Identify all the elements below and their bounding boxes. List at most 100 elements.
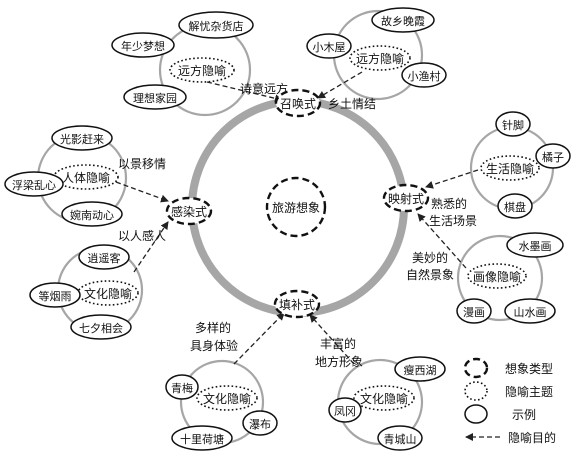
cluster-right-upper: 生活隐喻 针脚 橘子 棋盘: [469, 111, 571, 219]
example-label: 针脚: [502, 118, 524, 132]
legend-theme-label: 隐喻主题: [505, 384, 553, 399]
example-label: 青城山: [384, 433, 417, 446]
example-node: [178, 11, 254, 39]
purpose-label: 生活场景: [429, 214, 477, 228]
type-node-infect: [165, 196, 213, 226]
example-node: [171, 425, 233, 451]
example-node: [506, 232, 564, 258]
theme-label: 文化隐喻: [360, 391, 408, 406]
cluster-right-lower: 画像隐喻 水墨画 漫画 山水画: [456, 232, 564, 324]
example-label: 瘦西湖: [404, 363, 437, 377]
theme-label: 画像隐喻: [473, 269, 521, 284]
purpose-label: 熟悉的: [431, 196, 467, 211]
center-label: 旅游想象: [272, 200, 320, 215]
example-node: [377, 425, 423, 451]
legend-type-label: 想象类型: [505, 361, 553, 376]
purpose-label: 丰富的: [320, 336, 356, 351]
center-node: [265, 176, 327, 238]
cluster-left-lower: 文化隐喻 逍遥客 等烟雨 七夕相会: [29, 244, 144, 340]
legend: 想象类型 隐喻主题 示例 隐喻目的: [463, 357, 556, 445]
example-node: [504, 298, 556, 324]
example-node: [371, 7, 435, 33]
theme-node: [169, 57, 235, 83]
arrow: [115, 181, 169, 203]
example-node: [29, 282, 81, 308]
example-label: 理想家园: [133, 91, 177, 105]
example-node: [401, 62, 447, 88]
arrow: [425, 169, 479, 189]
type-label-summon: 召唤式: [280, 97, 316, 111]
example-label: 年少梦想: [121, 39, 165, 53]
cluster-bottom-right: 文化隐喻 瘦西湖 凤冈 青城山: [328, 356, 446, 451]
example-node: [394, 356, 446, 382]
example-node: [78, 244, 130, 270]
arrow: [417, 213, 467, 269]
example-node: [495, 111, 531, 137]
example-node: [242, 410, 278, 436]
type-node-summon: [274, 88, 322, 118]
arrow: [233, 312, 285, 365]
theme-label: 生活隐喻: [486, 161, 534, 176]
example-node: [165, 374, 199, 400]
example-node: [497, 193, 533, 219]
purpose-label: 乡土情结: [328, 97, 376, 111]
example-label: 小渔村: [408, 69, 441, 83]
example-node: [4, 171, 64, 197]
purpose-label: 地方形象: [315, 354, 363, 369]
legend-purpose-label: 隐喻目的: [508, 430, 556, 445]
example-node: [61, 201, 123, 227]
type-label-fill: 填补式: [279, 298, 315, 312]
example-label: 逍遥客: [88, 251, 121, 265]
example-label: 十里荷塘: [180, 432, 224, 446]
purpose-label: 以人感人: [118, 228, 166, 243]
type-label-project: 映射式: [388, 191, 424, 206]
cluster-top-left: 远方隐喻 年少梦想 解忧杂货店 理想家园: [111, 11, 254, 117]
theme-node: [196, 385, 258, 411]
example-node: [456, 298, 492, 324]
cluster-ring: [456, 234, 544, 322]
theme-node: [480, 155, 540, 181]
example-label: 瀑布: [249, 418, 271, 431]
example-label: 解忧杂货店: [189, 19, 244, 33]
example-label: 青梅: [171, 381, 193, 395]
example-label: 光影赶来: [60, 132, 104, 146]
example-label: 浮梁乱心: [12, 178, 56, 192]
example-label: 棋盘: [504, 200, 526, 214]
cluster-bottom-left: 文化隐喻 青梅 十里荷塘 瀑布: [165, 359, 278, 451]
cluster-top-right: 远方隐喻 小木屋 故乡晚霞 小渔村: [306, 7, 447, 101]
example-label: 橘子: [542, 151, 564, 164]
example-node: [306, 33, 352, 59]
purpose-label: 以景移情: [118, 157, 166, 171]
purpose-label: 美妙的: [412, 250, 448, 265]
example-label: 水墨画: [519, 240, 552, 253]
example-label: 山水画: [514, 306, 547, 319]
purpose-label: 具身体验: [190, 338, 238, 353]
example-label: 婉南动心: [70, 208, 114, 222]
theme-label: 人体隐喻: [62, 170, 110, 185]
example-node: [328, 397, 362, 423]
theme-node: [353, 385, 415, 411]
theme-label: 远方隐喻: [178, 63, 226, 78]
example-label: 小木屋: [313, 41, 346, 54]
legend-type-symbol: [463, 357, 489, 379]
example-node: [51, 125, 113, 151]
example-node: [111, 32, 175, 58]
legend-example-symbol: [464, 404, 488, 424]
example-node: [123, 84, 187, 110]
legend-theme-symbol: [464, 381, 488, 401]
example-node: [70, 314, 132, 340]
type-node-fill: [273, 289, 321, 319]
arrow: [133, 221, 169, 273]
arrow: [317, 71, 363, 99]
type-node-project: [382, 183, 430, 213]
theme-node: [349, 45, 411, 71]
example-label: 七夕相会: [79, 322, 123, 335]
theme-node: [467, 263, 527, 289]
legend-example-label: 示例: [512, 408, 536, 422]
purpose-label: 诗意远方: [240, 81, 288, 96]
theme-label: 文化隐喻: [84, 286, 132, 301]
example-label: 等烟雨: [39, 289, 72, 303]
example-node: [535, 143, 571, 169]
theme-label: 远方隐喻: [356, 51, 404, 66]
theme-label: 文化隐喻: [203, 391, 251, 406]
